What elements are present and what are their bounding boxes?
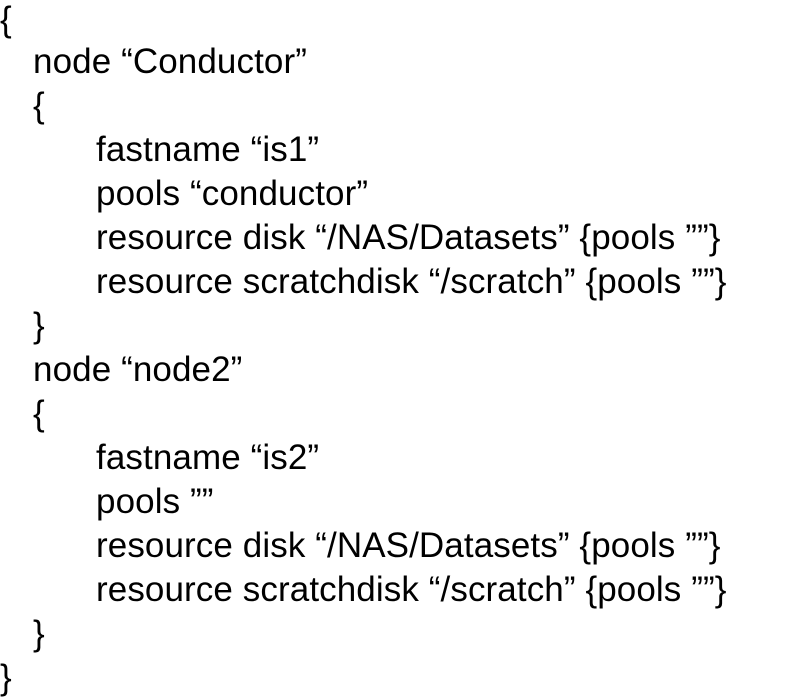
code-line: resource disk “/NAS/Datasets” {pools ””} [96, 526, 721, 565]
code-line: pools “conductor” [96, 174, 369, 213]
code-line: pools ”” [96, 482, 214, 521]
code-line: node “Conductor” [33, 42, 307, 81]
code-line: } [33, 306, 45, 345]
code-line: } [33, 614, 45, 653]
code-line: node “node2” [33, 350, 243, 389]
code-line: resource disk “/NAS/Datasets” {pools ””} [96, 218, 721, 257]
code-line: resource scratchdisk “/scratch” {pools ”… [96, 262, 727, 301]
code-line: fastname “is1” [96, 130, 320, 169]
code-line: { [33, 394, 45, 433]
code-line: { [0, 0, 12, 39]
code-line: } [0, 658, 12, 697]
code-line: fastname “is2” [96, 438, 320, 477]
code-line: resource scratchdisk “/scratch” {pools ”… [96, 570, 727, 609]
code-line: { [33, 86, 45, 125]
